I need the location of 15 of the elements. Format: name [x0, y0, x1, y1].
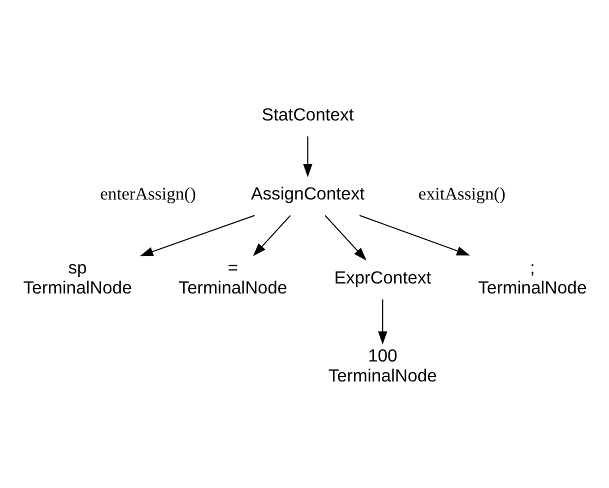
node-text: ExprContext: [334, 267, 431, 288]
node-text: ; TerminalNode: [478, 258, 586, 298]
node-text: StatContext: [261, 104, 354, 124]
node-text: 100 TerminalNode: [328, 346, 436, 386]
arrow: [358, 214, 470, 256]
node-text: sp TerminalNode: [22, 258, 132, 298]
arrow: [139, 214, 254, 256]
arrow: [302, 136, 312, 178]
arrow: [252, 215, 290, 256]
label: enterAssign(): [100, 184, 196, 204]
node-text: AssignContext: [250, 184, 364, 204]
label: exitAssign(): [418, 184, 505, 204]
arrow: [324, 215, 366, 261]
node-text: = TerminalNode: [178, 258, 287, 298]
arrow: [378, 299, 387, 345]
